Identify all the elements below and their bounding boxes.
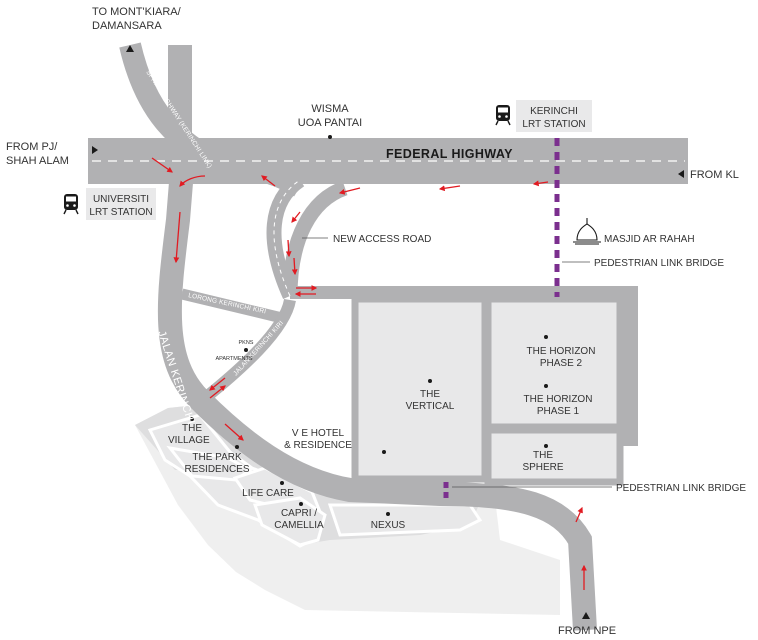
sphere-block: [484, 426, 624, 486]
marker-dot: [280, 481, 284, 485]
marker-dot: [299, 502, 303, 506]
jalan-kerinchi-kiri-label: JALAN KERINCHI KIRI: [232, 320, 285, 378]
wisma-label-1: WISMA: [311, 103, 349, 115]
vertical-block: [351, 295, 489, 483]
federal-highway-label: FEDERAL HIGHWAY: [386, 147, 513, 161]
horizon1-label-2: PHASE 1: [537, 406, 580, 417]
lorong-kerinchi-kiri: [180, 288, 284, 324]
marker-dot: [544, 444, 548, 448]
from-kl-label: FROM KL: [690, 169, 739, 181]
new-access-road-label: NEW ACCESS ROAD: [333, 234, 431, 245]
triangle-pointer-icon: [582, 612, 590, 619]
development-land: [135, 405, 560, 615]
park-label-1: THE PARK: [192, 452, 242, 463]
arrow: [261, 175, 276, 187]
pedestrian-bridges: [443, 110, 560, 502]
marker-dot: [544, 384, 548, 388]
capri-label-1: CAPRI /: [281, 508, 317, 519]
marker-dot: [328, 135, 332, 139]
vertical-label-1: THE: [420, 389, 440, 400]
capri-block: [252, 496, 327, 547]
horizon-block: [484, 295, 624, 431]
marker-dot: [386, 512, 390, 516]
universiti-station-label-2: LRT STATION: [89, 207, 152, 218]
universiti-station-label-1: UNIVERSITI: [93, 194, 149, 205]
jalan-kerinchi: [157, 169, 597, 631]
from-pj-label-1: FROM PJ/: [6, 141, 58, 153]
universiti-station-box: [86, 188, 156, 220]
to-montkiara-label-2: DAMANSARA: [92, 20, 162, 32]
arrow: [209, 377, 226, 391]
arrow: [209, 385, 226, 399]
arrow: [338, 187, 361, 195]
triangle-pointer-icon: [92, 146, 98, 154]
from-npe-label: FROM NPE: [558, 625, 616, 637]
nexus-label: NEXUS: [371, 520, 406, 531]
sphere-label-2: SPHERE: [522, 462, 563, 473]
park-label-2: RESIDENCES: [184, 464, 249, 475]
access-lane-marking: [273, 179, 301, 297]
bridge-top-label: PEDESTRIAN LINK BRIDGE: [594, 258, 724, 269]
from-pj-label-2: SHAH ALAM: [6, 155, 69, 167]
triangle-pointer-icon: [126, 45, 134, 52]
jalan-kerinchi-kiri: [201, 298, 296, 403]
pkns-label-2: APARTMENTS: [215, 356, 252, 362]
arrow: [285, 239, 292, 258]
arrow: [291, 257, 298, 276]
kerinchi-station-box: [516, 100, 592, 132]
marker-dot: [244, 348, 248, 352]
arrow: [291, 211, 301, 223]
arrow: [173, 211, 181, 264]
arrow: [575, 506, 583, 523]
arrow: [151, 157, 173, 173]
marker-dot: [235, 445, 239, 449]
building-blocks: [351, 295, 624, 486]
arrow: [532, 180, 549, 187]
bridge-bottom-label: PEDESTRIAN LINK BRIDGE: [616, 483, 746, 494]
traffic-arrows: [151, 157, 587, 590]
kerinchi-station-label-1: KERINCHI: [530, 106, 578, 117]
train-icon: [495, 105, 511, 126]
sphere-label-1: THE: [533, 450, 553, 461]
kerinchi-station-label-2: LRT STATION: [522, 119, 585, 130]
arrow: [224, 423, 244, 441]
east-road: [620, 286, 638, 446]
horizon2-label-1: THE HORIZON: [527, 346, 596, 357]
village-label-1: THE: [182, 423, 202, 434]
capri-label-2: CAMELLIA: [274, 520, 324, 531]
ve-hotel-label-1: V E HOTEL: [292, 428, 345, 439]
mosque-icon: [573, 218, 601, 245]
ve-hotel-label-2: & RESIDENCE: [284, 440, 352, 451]
landmark-dots: [190, 135, 548, 516]
horizon1-label-1: THE HORIZON: [524, 394, 593, 405]
lifecare-label: LIFE CARE: [242, 488, 294, 499]
marker-dot: [428, 379, 432, 383]
marker-dot: [382, 450, 386, 454]
vertical-label-2: VERTICAL: [406, 401, 455, 412]
masjid-label: MASJID AR RAHAH: [604, 234, 695, 245]
access-loop-east: [282, 180, 348, 297]
train-icon: [63, 194, 79, 215]
marker-dot: [190, 417, 194, 421]
pkns-label-1: PKNS: [239, 340, 254, 346]
triangle-pointer-icon: [678, 170, 684, 178]
arrow: [179, 175, 206, 187]
marker-dot: [544, 335, 548, 339]
to-montkiara-label-1: TO MONT'KIARA/: [92, 6, 182, 18]
village-label-2: VILLAGE: [168, 435, 210, 446]
wisma-label-2: UOA PANTAI: [298, 117, 362, 129]
arrow: [438, 185, 461, 192]
horizon2-label-2: PHASE 2: [540, 358, 583, 369]
